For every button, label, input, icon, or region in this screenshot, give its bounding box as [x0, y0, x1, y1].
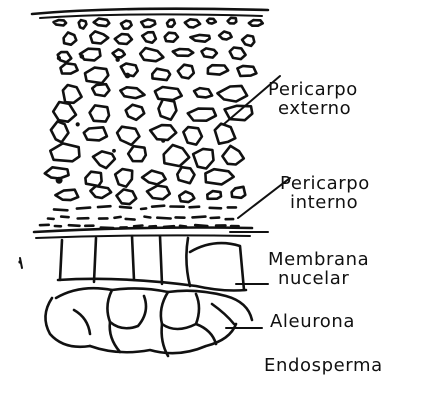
- pericarp-cell: [193, 149, 213, 169]
- inner-pericarp-dash: [190, 207, 200, 208]
- pericarp-cell: [208, 65, 228, 74]
- pericarp-cell: [215, 124, 236, 144]
- pericarp-cell: [61, 63, 78, 73]
- outer-surface: [32, 9, 268, 18]
- diagram-stage: Pericarpoexterno Pericarpointerno Membra…: [0, 0, 424, 364]
- inner-pericarp-dash: [61, 217, 68, 218]
- pericarp-cell: [117, 127, 139, 145]
- pericarp-cell: [54, 20, 67, 26]
- pericarp-cell: [230, 48, 246, 60]
- pericarp-cell: [63, 85, 82, 103]
- pericarp-cell: [173, 49, 193, 56]
- inner-pericarp-dash: [152, 206, 164, 207]
- pericarp-cell: [159, 99, 177, 119]
- pericarp-cell: [165, 33, 178, 42]
- pericarp-cell: [177, 167, 194, 183]
- pericarp-cell: [55, 190, 78, 200]
- inner-pericarp-dash: [134, 226, 142, 227]
- pericarp-cell: [117, 189, 137, 204]
- pericarp-cell: [167, 20, 175, 27]
- pericarp-cell: [90, 31, 108, 43]
- pericarp-cell: [205, 169, 233, 184]
- pericarp-cell: [225, 106, 253, 120]
- inner-pericarp-dash: [145, 217, 151, 218]
- pericarp-cell: [178, 65, 194, 79]
- pericarp-cell: [115, 34, 132, 44]
- inner-pericarp-dash: [115, 217, 121, 218]
- pericarp-dot: [76, 122, 80, 126]
- pericarp-cell: [85, 172, 101, 186]
- inner-pericarp-dash: [157, 218, 170, 219]
- pericarp-cell: [150, 125, 176, 140]
- pericarp-cell: [53, 102, 76, 122]
- pericarp-cell: [237, 66, 256, 76]
- pericarp-cell: [183, 127, 202, 145]
- pericarp-cell: [164, 145, 190, 166]
- inner-pericarp-dash: [126, 219, 135, 220]
- pericarp-cell: [128, 146, 146, 161]
- pericarp-cell: [202, 48, 217, 57]
- pericarp-cell: [249, 20, 263, 26]
- inner-pericarp-dash: [193, 217, 206, 218]
- pericarp-cell: [140, 48, 163, 61]
- pericarp-cell: [141, 19, 155, 27]
- inner-pericarp-dashes: [40, 206, 239, 228]
- pericarp-cell: [90, 105, 109, 121]
- pericarp-cell: [155, 87, 182, 100]
- pericarp-cell: [50, 143, 79, 161]
- inner-pericarp-dash: [195, 225, 207, 226]
- pericarp-cell: [228, 18, 237, 24]
- pericarp-cell: [93, 151, 115, 168]
- pericarp-cell: [217, 86, 247, 102]
- pericarp-dot: [56, 177, 63, 184]
- pericarp-cell: [179, 192, 194, 203]
- endosperm-cells: [45, 288, 252, 356]
- pericarp-cell: [232, 187, 246, 198]
- pericarp-cell: [94, 19, 110, 27]
- pericarp-cell: [222, 146, 243, 165]
- pericarp-cell: [115, 169, 132, 187]
- pericarp-cell: [51, 121, 69, 142]
- inner-pericarp-dash: [120, 207, 131, 208]
- inner-pericarp-dash: [69, 225, 80, 226]
- pericarp-cell: [113, 49, 125, 57]
- pericarp-cell: [142, 32, 156, 43]
- inner-pericarp-dash: [54, 209, 67, 210]
- pericarp-dot: [161, 139, 165, 143]
- inner-pericarp-dash: [141, 208, 146, 209]
- pericarp-cell: [147, 186, 170, 200]
- outer-pericarp-cells: [45, 18, 263, 204]
- pericarp-cell: [219, 32, 232, 40]
- aleurone-cells: [18, 236, 246, 291]
- pericarp-cell: [142, 171, 166, 185]
- pericarp-cell: [79, 20, 87, 29]
- pericarp-cell: [152, 69, 170, 80]
- pericarp-dot: [112, 149, 116, 153]
- pericarp-cell: [242, 35, 254, 46]
- pericarp-cell: [45, 167, 69, 178]
- pericarp-cell: [64, 33, 77, 45]
- pericarp-cell: [207, 19, 216, 24]
- pericarp-cell: [121, 21, 132, 29]
- pericarp-cell: [85, 68, 108, 84]
- nucellar-membrane-line: [34, 228, 252, 239]
- inner-pericarp-dash: [98, 206, 110, 207]
- pericarp-dot: [57, 56, 61, 60]
- pericarp-dot: [116, 58, 120, 62]
- pericarp-dot: [80, 54, 85, 59]
- pericarp-cell: [92, 84, 109, 96]
- pericarp-cell: [190, 35, 209, 42]
- pericarp-cell: [90, 186, 111, 198]
- pericarp-dot: [125, 73, 131, 79]
- pericarp-cell: [194, 88, 212, 97]
- inner-pericarp-dash: [210, 208, 221, 209]
- pericarp-cell: [207, 191, 221, 199]
- label-endosperma: Endosperma: [264, 318, 383, 413]
- pericarp-cell: [120, 87, 144, 98]
- pericarp-cell: [188, 109, 216, 121]
- pericarp-cell: [84, 127, 107, 140]
- pericarp-cell: [185, 19, 200, 27]
- pericarp-cell: [126, 105, 145, 120]
- inner-pericarp-dash: [77, 208, 90, 209]
